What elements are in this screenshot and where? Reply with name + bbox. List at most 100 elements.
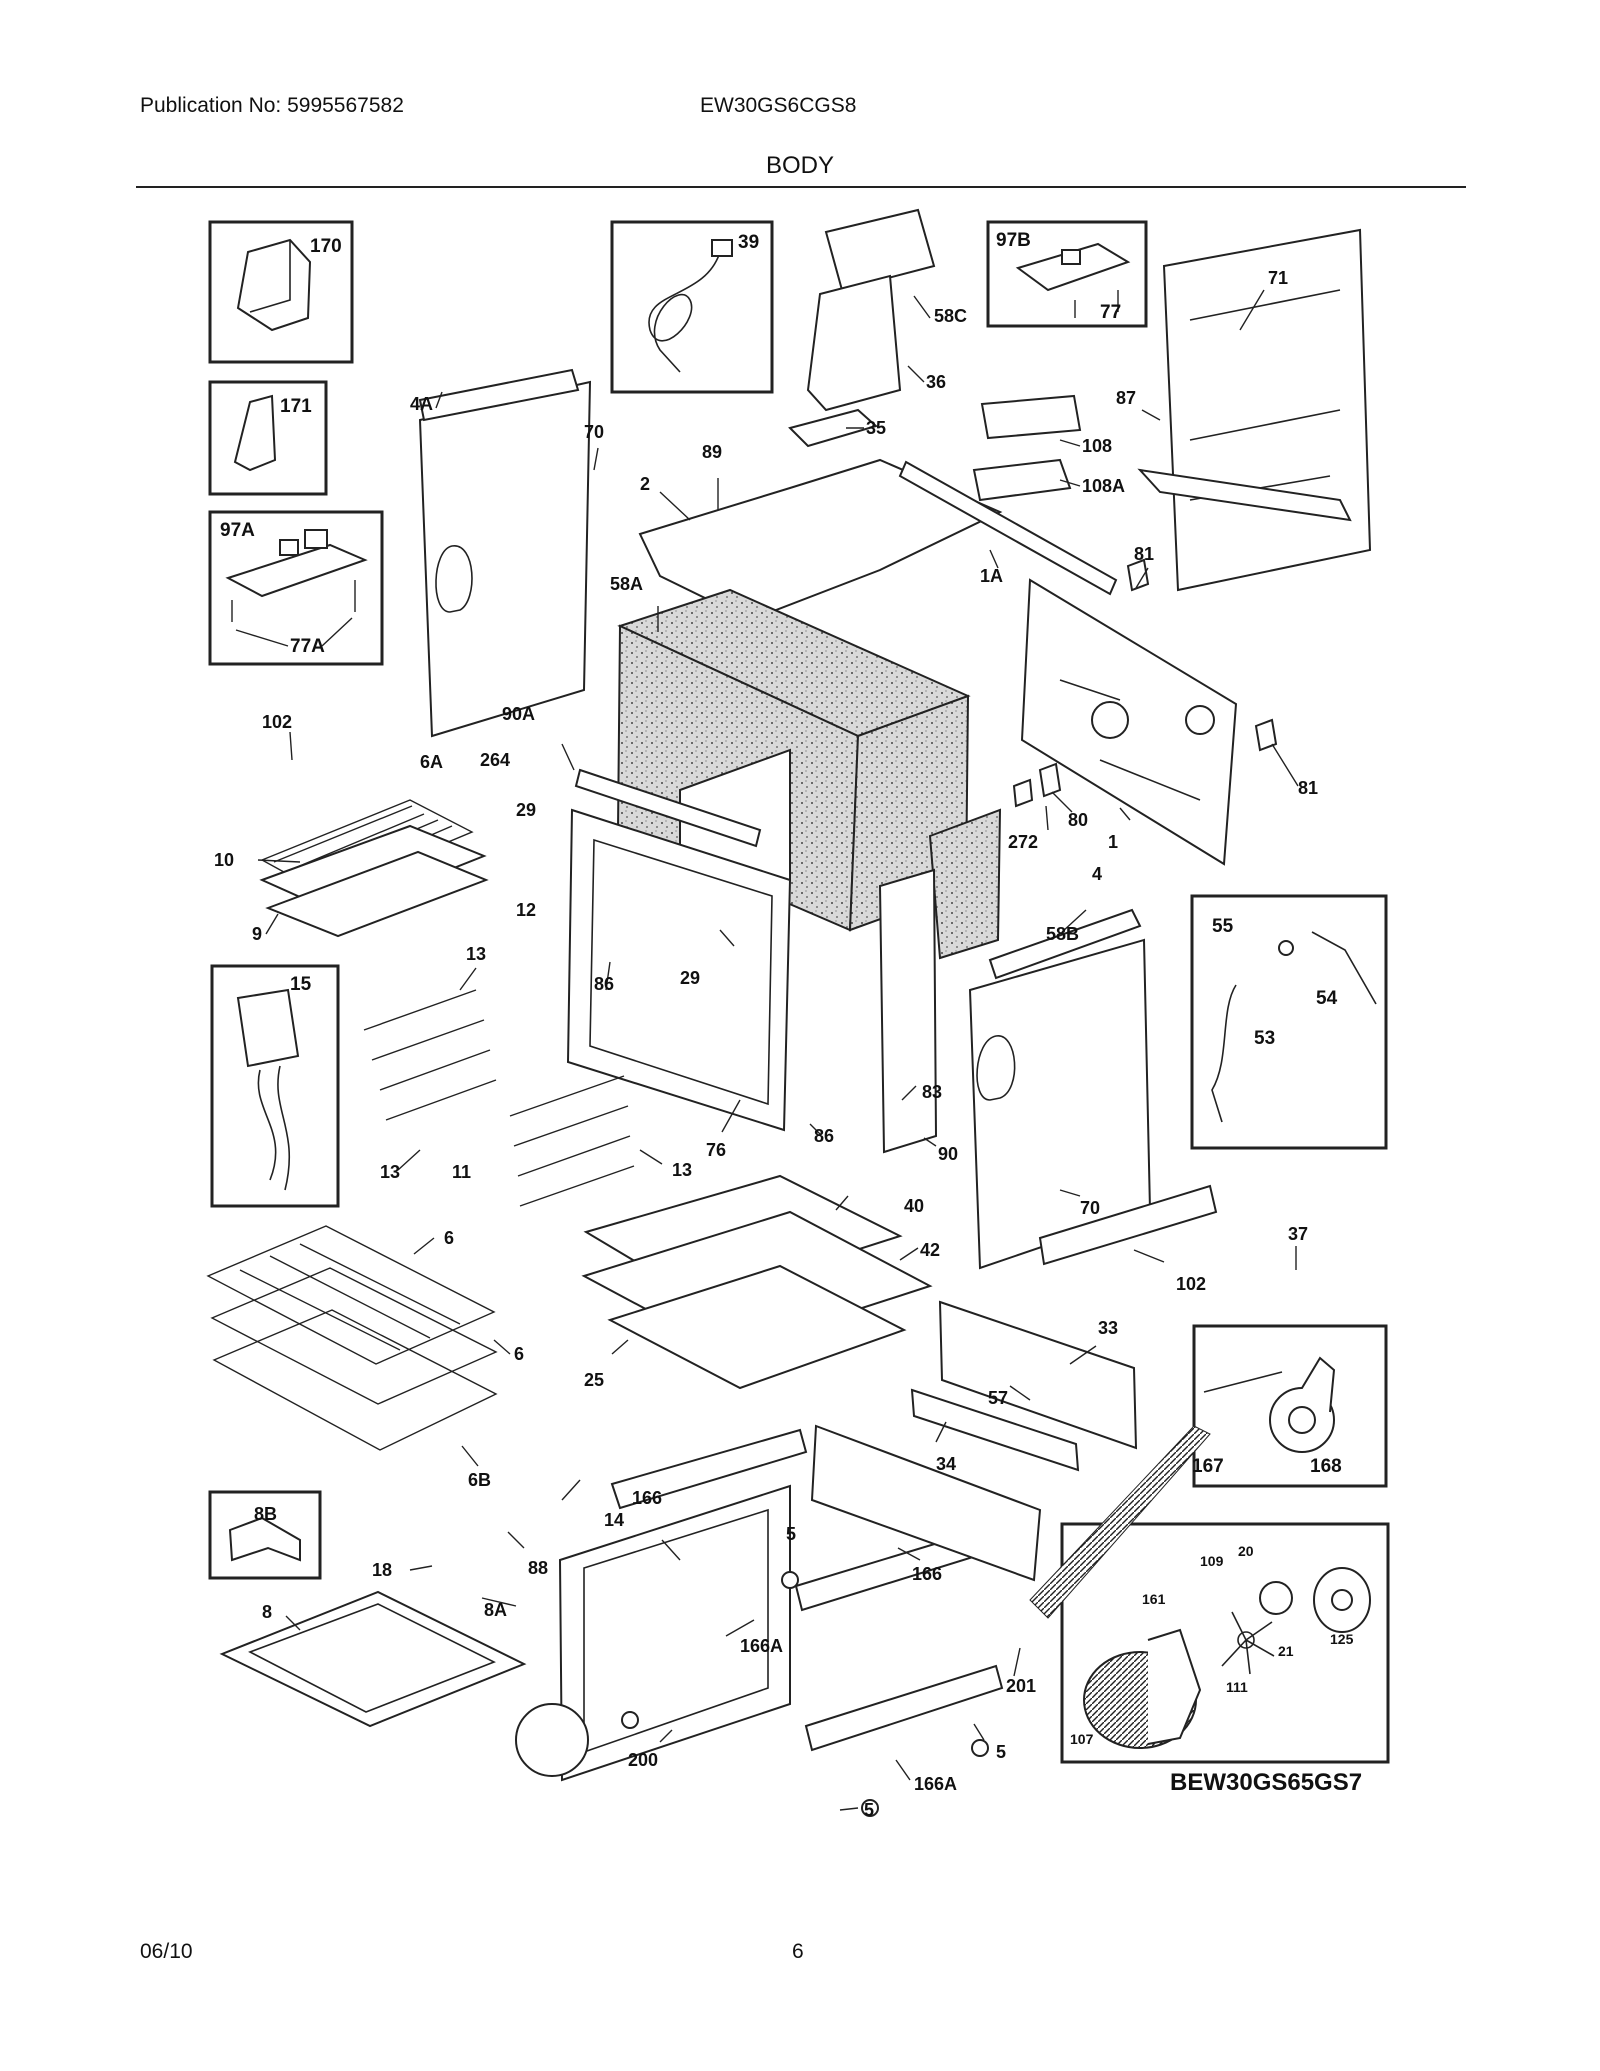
inset-167-168: 167 168 xyxy=(1192,1324,1388,1488)
inset-55-54-53: 55 54 53 xyxy=(1190,894,1388,1150)
inset-97a: 97A 77A xyxy=(208,510,384,666)
section-title: BODY xyxy=(765,152,834,179)
callout-36: 36 xyxy=(926,372,946,392)
callout-166a-2: 166A xyxy=(914,1774,957,1794)
callout-4a: 4A xyxy=(410,394,433,414)
callout-13b: 13 xyxy=(672,1160,692,1180)
label-20: 20 xyxy=(1238,1543,1254,1559)
callout-58b: 58B xyxy=(1046,924,1079,944)
callout-6: 6 xyxy=(444,1228,454,1248)
callout-12: 12 xyxy=(516,900,536,920)
label-170: 170 xyxy=(310,236,342,257)
top-back-assembly xyxy=(638,208,1372,866)
callout-86b: 86 xyxy=(814,1126,834,1146)
callout-86a: 86 xyxy=(594,974,614,994)
callout-4: 4 xyxy=(1092,864,1102,884)
callout-200: 200 xyxy=(628,1750,658,1770)
inset-8b: 8B xyxy=(208,1490,322,1580)
callout-58a: 58A xyxy=(610,574,643,594)
callout-6a: 6A xyxy=(420,752,443,772)
callout-40: 40 xyxy=(904,1196,924,1216)
callout-81b: 81 xyxy=(1298,778,1318,798)
callout-11: 11 xyxy=(452,1162,471,1182)
label-161: 161 xyxy=(1142,1591,1166,1607)
callout-272: 272 xyxy=(1008,832,1038,852)
callout-81: 81 xyxy=(1134,544,1154,564)
label-54: 54 xyxy=(1316,988,1338,1009)
callout-8: 8 xyxy=(262,1602,272,1622)
racks-bottom-left xyxy=(206,1225,498,1451)
callout-5c: 5 xyxy=(864,1800,874,1820)
callout-70: 70 xyxy=(584,422,604,442)
callout-2: 2 xyxy=(640,474,650,494)
label-109: 109 xyxy=(1200,1553,1224,1569)
callout-1: 1 xyxy=(1108,832,1118,852)
label-107: 107 xyxy=(1070,1731,1094,1747)
label-168: 168 xyxy=(1310,1456,1342,1477)
inset-15: 15 xyxy=(210,964,340,1208)
callout-83: 83 xyxy=(922,1082,942,1102)
callout-264: 264 xyxy=(480,750,510,770)
callout-70b: 70 xyxy=(1080,1198,1100,1218)
header-rule xyxy=(136,186,1466,188)
callout-14: 14 xyxy=(604,1510,624,1530)
publication-number: Publication No: 5995567582 xyxy=(140,94,404,117)
callout-29b: 29 xyxy=(680,968,700,988)
label-15: 15 xyxy=(290,974,312,995)
callout-87: 87 xyxy=(1116,388,1136,408)
callout-9: 9 xyxy=(252,924,262,944)
racks-left xyxy=(259,799,635,1207)
callout-labels: 4A 70 2 89 35 58C 36 71 87 108 108A 1A 8… xyxy=(214,268,1318,1820)
bottom-panel-drawer xyxy=(219,1174,1218,1817)
label-97b: 97B xyxy=(996,230,1031,251)
convection-kit-code: BEW30GS65GS7 xyxy=(1170,1769,1362,1796)
callout-29: 29 xyxy=(516,800,536,820)
callout-8a: 8A xyxy=(484,1600,507,1620)
model-number: EW30GS6CGS8 xyxy=(700,94,857,117)
callout-108a: 108A xyxy=(1082,476,1125,496)
callout-18: 18 xyxy=(372,1560,392,1580)
inset-39: 39 xyxy=(610,220,774,394)
label-55: 55 xyxy=(1212,916,1234,937)
callout-5b: 5 xyxy=(996,1742,1006,1762)
right-side-panel xyxy=(968,908,1152,1270)
callout-42: 42 xyxy=(920,1240,940,1260)
callout-80: 80 xyxy=(1068,810,1088,830)
callout-37: 37 xyxy=(1288,1224,1308,1244)
inset-171: 171 xyxy=(208,380,328,496)
callout-58c: 58C xyxy=(934,306,967,326)
callout-57: 57 xyxy=(988,1388,1008,1408)
callout-13c: 13 xyxy=(380,1162,400,1182)
callout-71: 71 xyxy=(1268,268,1288,288)
inset-170: 170 xyxy=(208,220,354,364)
oven-cavity xyxy=(566,588,1002,1154)
callout-13a: 13 xyxy=(466,944,486,964)
inset-97b: 97B 77 xyxy=(986,220,1148,328)
label-97a: 97A xyxy=(220,520,255,541)
callout-10: 10 xyxy=(214,850,234,870)
label-21: 21 xyxy=(1278,1643,1294,1659)
callout-5: 5 xyxy=(786,1524,796,1544)
callout-166b: 166 xyxy=(912,1564,942,1584)
callout-90: 90 xyxy=(938,1144,958,1164)
label-39: 39 xyxy=(738,232,759,253)
callout-166a: 166A xyxy=(740,1636,783,1656)
callout-88: 88 xyxy=(528,1558,548,1578)
callout-76: 76 xyxy=(706,1140,726,1160)
left-side-panel xyxy=(418,368,592,738)
callout-102: 102 xyxy=(262,712,292,732)
label-125: 125 xyxy=(1330,1631,1354,1647)
leader-lines xyxy=(257,289,1299,1811)
convection-kit-inset: 161 109 20 21 111 125 107 BEW30GS65GS7 xyxy=(1060,1522,1390,1796)
label-167: 167 xyxy=(1192,1456,1224,1477)
callout-201: 201 xyxy=(1006,1676,1036,1696)
callout-6b: 6B xyxy=(468,1470,491,1490)
page-number: 6 xyxy=(792,1940,804,1963)
label-111: 111 xyxy=(1226,1679,1248,1695)
label-8b: 8B xyxy=(254,1504,277,1524)
label-77a: 77A xyxy=(290,636,325,657)
callout-6-b: 6 xyxy=(514,1344,524,1364)
callout-25: 25 xyxy=(584,1370,604,1390)
callout-102b: 102 xyxy=(1176,1274,1206,1294)
